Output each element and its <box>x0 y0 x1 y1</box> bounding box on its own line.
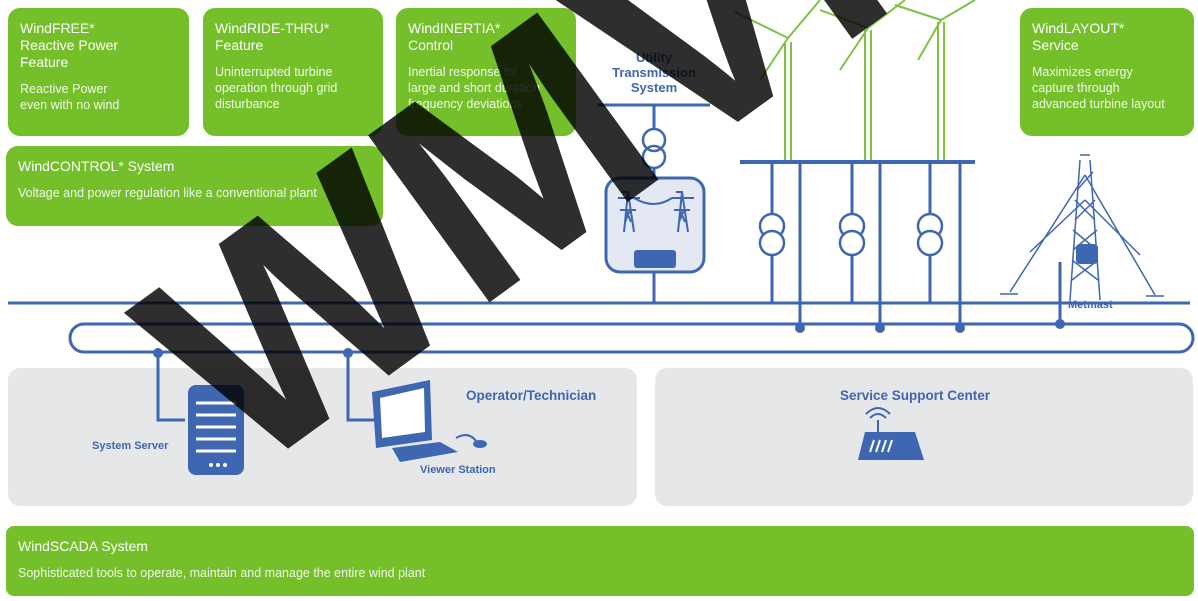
utility-transformer-icon <box>641 127 667 170</box>
metmast-sensor-icon <box>1076 244 1098 264</box>
windfree-description: Reactive Power even with no wind <box>20 82 120 112</box>
server-icon <box>188 385 244 475</box>
windfree-title: WindFREE* Reactive Power Feature <box>20 20 119 70</box>
service-support-center-label: Service Support Center <box>840 388 991 403</box>
windcontrol-title: WindCONTROL* System <box>18 158 175 174</box>
viewer-station-icon <box>372 380 487 462</box>
router-icon <box>858 407 924 460</box>
windinertia-description: Inertial response for large and short du… <box>408 65 541 111</box>
windcontrol-card: WindCONTROL* System Voltage and power re… <box>6 146 383 226</box>
operator-panel <box>8 368 637 506</box>
operator-technician-label: Operator/Technician <box>466 388 597 403</box>
system-server-label: System Server <box>92 440 169 452</box>
turbine-transformers <box>758 212 944 257</box>
windinertia-card: WindINERTIA* Control Inertial response f… <box>396 8 576 136</box>
windride-thru-description: Uninterrupted turbine operation through … <box>215 65 338 111</box>
windlayout-description: Maximizes energy capture through advance… <box>1032 65 1165 111</box>
windcontrol-description: Voltage and power regulation like a conv… <box>18 186 317 200</box>
utility-transmission-label: Utility Transmission System <box>612 50 696 95</box>
windlayout-card: WindLAYOUT* Service Maximizes energy cap… <box>1020 8 1194 136</box>
metmast-label: Metmast <box>1068 299 1113 311</box>
metmast-icon <box>1000 154 1164 301</box>
windscada-description: Sophisticated tools to operate, maintain… <box>18 566 426 580</box>
service-panel <box>655 368 1193 506</box>
substation-icon <box>604 176 706 274</box>
windscada-card: WindSCADA System Sophisticated tools to … <box>6 526 1194 596</box>
windride-thru-title: WindRIDE-THRU* Feature <box>215 20 330 53</box>
viewer-station-label: Viewer Station <box>420 464 496 476</box>
windfree-card: WindFREE* Reactive Power Feature Reactiv… <box>8 8 189 136</box>
windride-thru-card: WindRIDE-THRU* Feature Uninterrupted tur… <box>203 8 383 136</box>
windlayout-title: WindLAYOUT* Service <box>1032 20 1125 53</box>
windscada-title: WindSCADA System <box>18 538 148 554</box>
network-loop <box>68 322 1195 354</box>
windinertia-title: WindINERTIA* Control <box>408 20 501 53</box>
wind-turbine-icons <box>734 0 976 160</box>
